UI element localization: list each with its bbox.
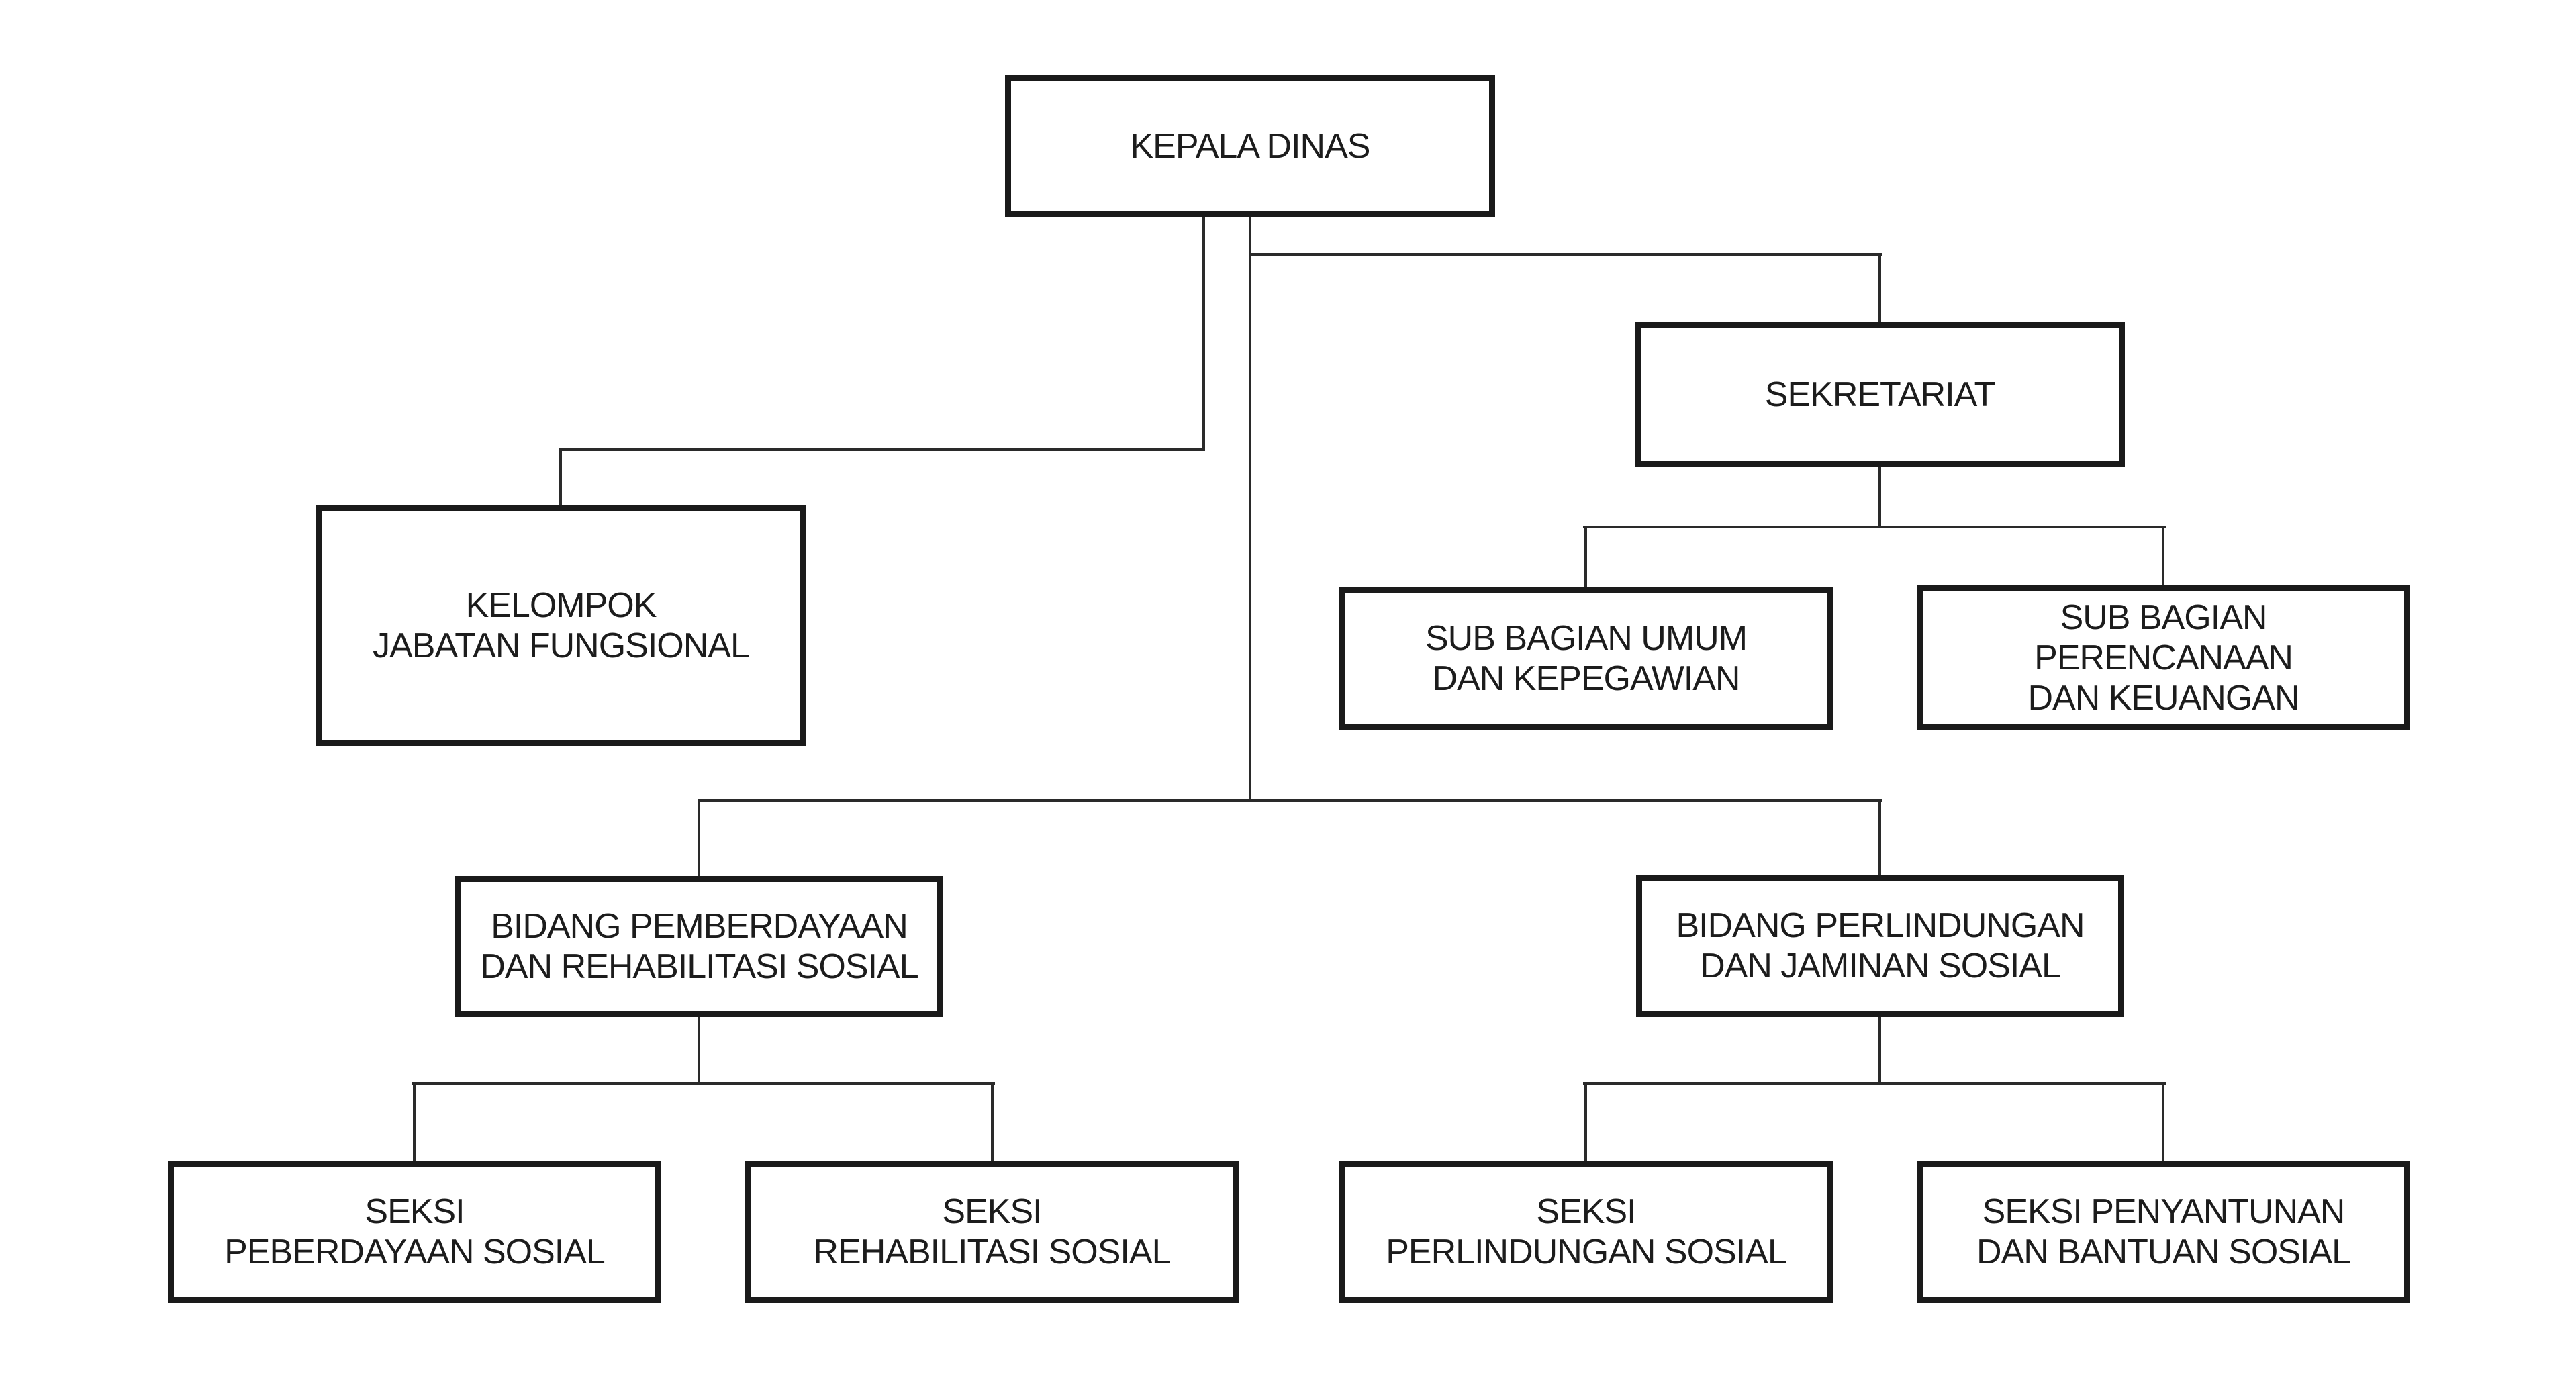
label-line: PEBERDAYAAN SOSIAL <box>224 1233 606 1271</box>
label-line: DAN KEUANGAN <box>2028 679 2299 718</box>
connector-line <box>1249 253 1882 256</box>
label-line: SEKSI <box>1536 1192 1636 1231</box>
label-line: JABATAN FUNGSIONAL <box>373 626 750 665</box>
label-line: BIDANG PEMBERDAYAAN <box>491 907 908 946</box>
connector-line <box>413 1082 416 1163</box>
connector-line <box>559 448 1205 451</box>
connector-line <box>1878 799 1881 877</box>
connector-line <box>991 1082 994 1163</box>
org-box-label: KELOMPOK JABATAN FUNGSIONAL <box>322 585 800 666</box>
org-box-label: SEKSI PENYANTUNAN DAN BANTUAN SOSIAL <box>1923 1192 2404 1272</box>
org-box-kepala-dinas: KEPALA DINAS <box>1005 75 1495 217</box>
org-box-label: SEKRETARIAT <box>1641 375 2119 415</box>
connector-line <box>2162 526 2164 588</box>
connector-line <box>559 448 562 508</box>
org-box-seksi-penyantunan: SEKSI PENYANTUNAN DAN BANTUAN SOSIAL <box>1917 1161 2410 1303</box>
label-line: PERLINDUNGAN SOSIAL <box>1386 1233 1787 1271</box>
org-box-label: BIDANG PEMBERDAYAAN DAN REHABILITASI SOS… <box>461 906 937 987</box>
connector-line <box>412 1082 995 1085</box>
org-box-seksi-perlindungan: SEKSI PERLINDUNGAN SOSIAL <box>1339 1161 1833 1303</box>
connector-line <box>1583 1082 2166 1085</box>
label-line: PERENCANAAN <box>2034 638 2293 677</box>
connector-line <box>1878 253 1881 325</box>
org-box-label: SEKSI REHABILITASI SOSIAL <box>751 1192 1233 1272</box>
org-box-sub-bagian-umum: SUB BAGIAN UMUM DAN KEPEGAWIAN <box>1339 587 1833 730</box>
connector-line <box>1249 215 1251 802</box>
label-line: SEKSI <box>942 1192 1042 1231</box>
connector-line <box>1878 1014 1881 1085</box>
org-box-label: BIDANG PERLINDUNGAN DAN JAMINAN SOSIAL <box>1642 906 2118 986</box>
org-box-bidang-perlindungan: BIDANG PERLINDUNGAN DAN JAMINAN SOSIAL <box>1636 875 2124 1017</box>
label-line: BIDANG PERLINDUNGAN <box>1676 906 2085 945</box>
connector-line <box>698 1014 700 1085</box>
label-line: DAN BANTUAN SOSIAL <box>1976 1233 2351 1271</box>
org-box-label: KEPALA DINAS <box>1011 126 1489 166</box>
label-line: SEKRETARIAT <box>1764 375 1995 414</box>
org-box-sub-bagian-perencanaan: SUB BAGIAN PERENCANAAN DAN KEUANGAN <box>1917 585 2410 730</box>
org-box-label: SEKSI PERLINDUNGAN SOSIAL <box>1345 1192 1827 1272</box>
label-line: DAN JAMINAN SOSIAL <box>1700 947 2061 985</box>
connector-line <box>1584 526 1587 590</box>
org-box-kelompok-jabatan-fungsional: KELOMPOK JABATAN FUNGSIONAL <box>316 505 806 746</box>
label-line: SUB BAGIAN UMUM <box>1425 619 1748 658</box>
org-box-seksi-rehabilitasi: SEKSI REHABILITASI SOSIAL <box>745 1161 1239 1303</box>
org-box-seksi-peberdayaan: SEKSI PEBERDAYAAN SOSIAL <box>168 1161 661 1303</box>
label-line: SUB BAGIAN <box>2060 598 2268 637</box>
org-box-label: SUB BAGIAN PERENCANAAN DAN KEUANGAN <box>1923 597 2404 718</box>
label-line: REHABILITASI SOSIAL <box>813 1233 1171 1271</box>
org-box-bidang-pemberdayaan: BIDANG PEMBERDAYAAN DAN REHABILITASI SOS… <box>455 876 943 1017</box>
org-box-sekretariat: SEKRETARIAT <box>1635 322 2125 467</box>
connector-line <box>698 799 1882 802</box>
label-line: KELOMPOK <box>465 586 657 625</box>
connector-line <box>1584 1082 1587 1163</box>
connector-line <box>1202 215 1205 451</box>
connector-line <box>1878 464 1881 528</box>
org-box-label: SUB BAGIAN UMUM DAN KEPEGAWIAN <box>1345 618 1827 699</box>
label-line: DAN REHABILITASI SOSIAL <box>480 947 918 986</box>
connector-line <box>1583 526 2166 528</box>
connector-line <box>2162 1082 2164 1163</box>
label-line: KEPALA DINAS <box>1130 126 1371 166</box>
label-line: DAN KEPEGAWIAN <box>1432 659 1741 698</box>
label-line: SEKSI <box>365 1192 465 1231</box>
org-box-label: SEKSI PEBERDAYAAN SOSIAL <box>174 1192 655 1272</box>
connector-line <box>698 799 700 879</box>
label-line: SEKSI PENYANTUNAN <box>1982 1192 2346 1231</box>
